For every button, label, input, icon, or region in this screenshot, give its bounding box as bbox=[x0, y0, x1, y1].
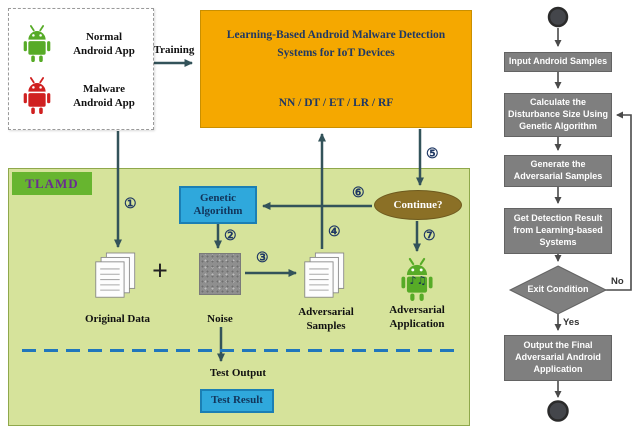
genetic-algorithm-box: Genetic Algorithm bbox=[179, 186, 257, 224]
noise-label: Noise bbox=[207, 313, 233, 325]
android-normal-icon bbox=[23, 25, 51, 62]
tlamd-title-tag: TLAMD bbox=[12, 172, 92, 195]
step-6-marker: ⑥ bbox=[352, 186, 365, 201]
adversarial-samples-label: Adversarial Samples bbox=[298, 306, 354, 332]
flow-box-calculate-disturbance: Calculate the Disturbance Size Using Gen… bbox=[504, 93, 612, 137]
training-label: Training bbox=[153, 44, 195, 56]
exit-condition-diamond bbox=[508, 265, 608, 315]
test-output-label: Test Output bbox=[209, 367, 267, 379]
step-3-marker: ③ bbox=[256, 251, 269, 266]
flow-box-generate-samples: Generate the Adversarial Samples bbox=[504, 155, 612, 187]
step-4-marker: ④ bbox=[328, 225, 341, 240]
detection-systems-title: Learning-Based Android Malware Detection… bbox=[226, 29, 446, 59]
detection-systems-box: Learning-Based Android Malware Detection… bbox=[200, 10, 472, 128]
flow-start-node bbox=[547, 6, 569, 28]
flow-box-output-final: Output the Final Adversarial Android App… bbox=[504, 335, 612, 381]
step-5-marker: ⑤ bbox=[426, 147, 439, 162]
test-result-box: Test Result bbox=[200, 389, 274, 413]
android-malware-icon bbox=[23, 77, 51, 114]
adversarial-application-label: Adversarial Application bbox=[389, 304, 445, 330]
adversarial-application-icon bbox=[401, 257, 433, 301]
flow-end-node bbox=[547, 400, 569, 422]
dashed-separator bbox=[22, 349, 458, 352]
original-data-icon bbox=[95, 252, 136, 298]
plus-operator: + bbox=[152, 256, 168, 287]
normal-app-label: Normal Android App bbox=[73, 31, 135, 57]
continue-decision-ellipse: Continue? bbox=[374, 190, 462, 220]
no-branch-label: No bbox=[611, 276, 624, 287]
yes-branch-label: Yes bbox=[563, 317, 580, 328]
step-7-marker: ⑦ bbox=[423, 229, 436, 244]
adversarial-samples-icon bbox=[304, 252, 345, 298]
detection-algorithms-label: NN / DT / ET / LR / RF bbox=[278, 97, 394, 109]
malware-app-label: Malware Android App bbox=[73, 83, 135, 109]
music-notes-icon: ♪♫ bbox=[409, 274, 427, 287]
flow-box-get-detection-result: Get Detection Result from Learning-based… bbox=[504, 208, 612, 254]
exit-condition-label: Exit Condition bbox=[527, 284, 589, 294]
step-1-marker: ① bbox=[124, 197, 137, 212]
android-apps-panel: Normal Android App Malware Android App bbox=[8, 8, 154, 130]
noise-icon bbox=[199, 253, 241, 295]
original-data-label: Original Data bbox=[84, 313, 151, 325]
step-2-marker: ② bbox=[224, 229, 237, 244]
no-loop-arrow bbox=[604, 111, 632, 291]
flow-box-input-samples: Input Android Samples bbox=[504, 52, 612, 72]
